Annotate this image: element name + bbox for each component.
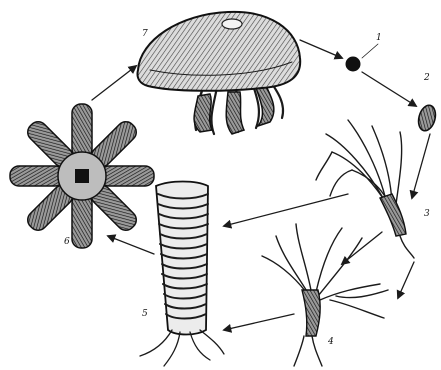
stage-label-medusa: 7 bbox=[142, 29, 148, 39]
planula-icon bbox=[416, 103, 438, 132]
polyp-icon bbox=[316, 120, 414, 258]
stage-label-polyp-a: 3 bbox=[424, 209, 430, 219]
strobila-icon bbox=[140, 182, 224, 367]
stage-label-strobila: 5 bbox=[142, 309, 148, 319]
stage-label-ephyra: 6 bbox=[64, 237, 70, 247]
medusa-icon bbox=[137, 12, 300, 134]
ephyra-icon bbox=[10, 104, 154, 248]
stage-label-polyp-b: 4 bbox=[327, 337, 334, 347]
stage-label-planula: 2 bbox=[423, 73, 430, 83]
egg-icon bbox=[346, 57, 360, 71]
polyp-icon bbox=[262, 224, 388, 366]
stage-label-egg: 1 bbox=[376, 33, 382, 43]
